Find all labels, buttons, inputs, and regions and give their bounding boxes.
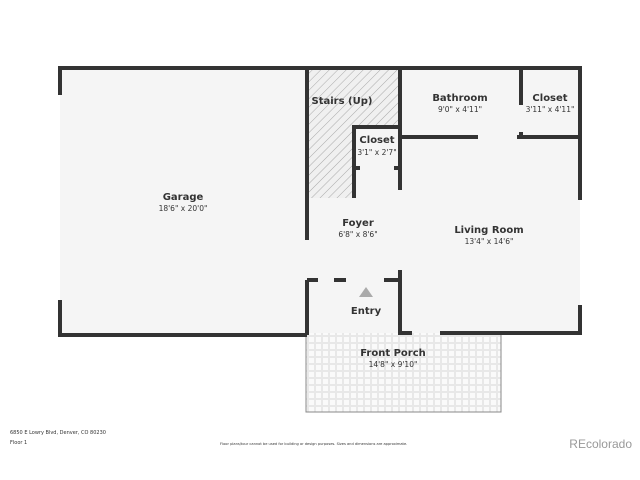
closet-small-dims: 3'1" x 2'7"	[357, 148, 396, 157]
walls	[58, 66, 582, 337]
recolorado-logo: REcolorado	[569, 437, 632, 451]
closet-right-label: Closet	[532, 93, 567, 104]
floor-label: Floor 1	[10, 440, 28, 446]
entry-arrow-icon	[359, 287, 373, 297]
garage-floor	[60, 68, 307, 335]
porch-label: Front Porch	[360, 348, 426, 359]
bathroom-dims: 9'0" x 4'11"	[438, 105, 482, 114]
bathroom-label: Bathroom	[432, 93, 487, 104]
foyer-dims: 6'8" x 8'6"	[338, 230, 377, 239]
garage-dims: 18'6" x 20'0"	[159, 204, 208, 213]
stairs-label: Stairs (Up)	[312, 96, 373, 107]
entry-label: Entry	[351, 306, 382, 317]
closet-small-label: Closet	[359, 135, 394, 146]
address: 6850 E Lowry Blvd, Denver, CO 80230	[10, 430, 106, 436]
garage-label: Garage	[163, 192, 204, 203]
porch-dims: 14'8" x 9'10"	[369, 360, 418, 369]
living-dims: 13'4" x 14'6"	[465, 237, 514, 246]
closet-right-dims: 3'11" x 4'11"	[526, 105, 575, 114]
disclaimer: Floor plans/tour cannot be used for buil…	[220, 442, 408, 446]
foyer-label: Foyer	[342, 218, 374, 229]
living-label: Living Room	[454, 225, 523, 236]
